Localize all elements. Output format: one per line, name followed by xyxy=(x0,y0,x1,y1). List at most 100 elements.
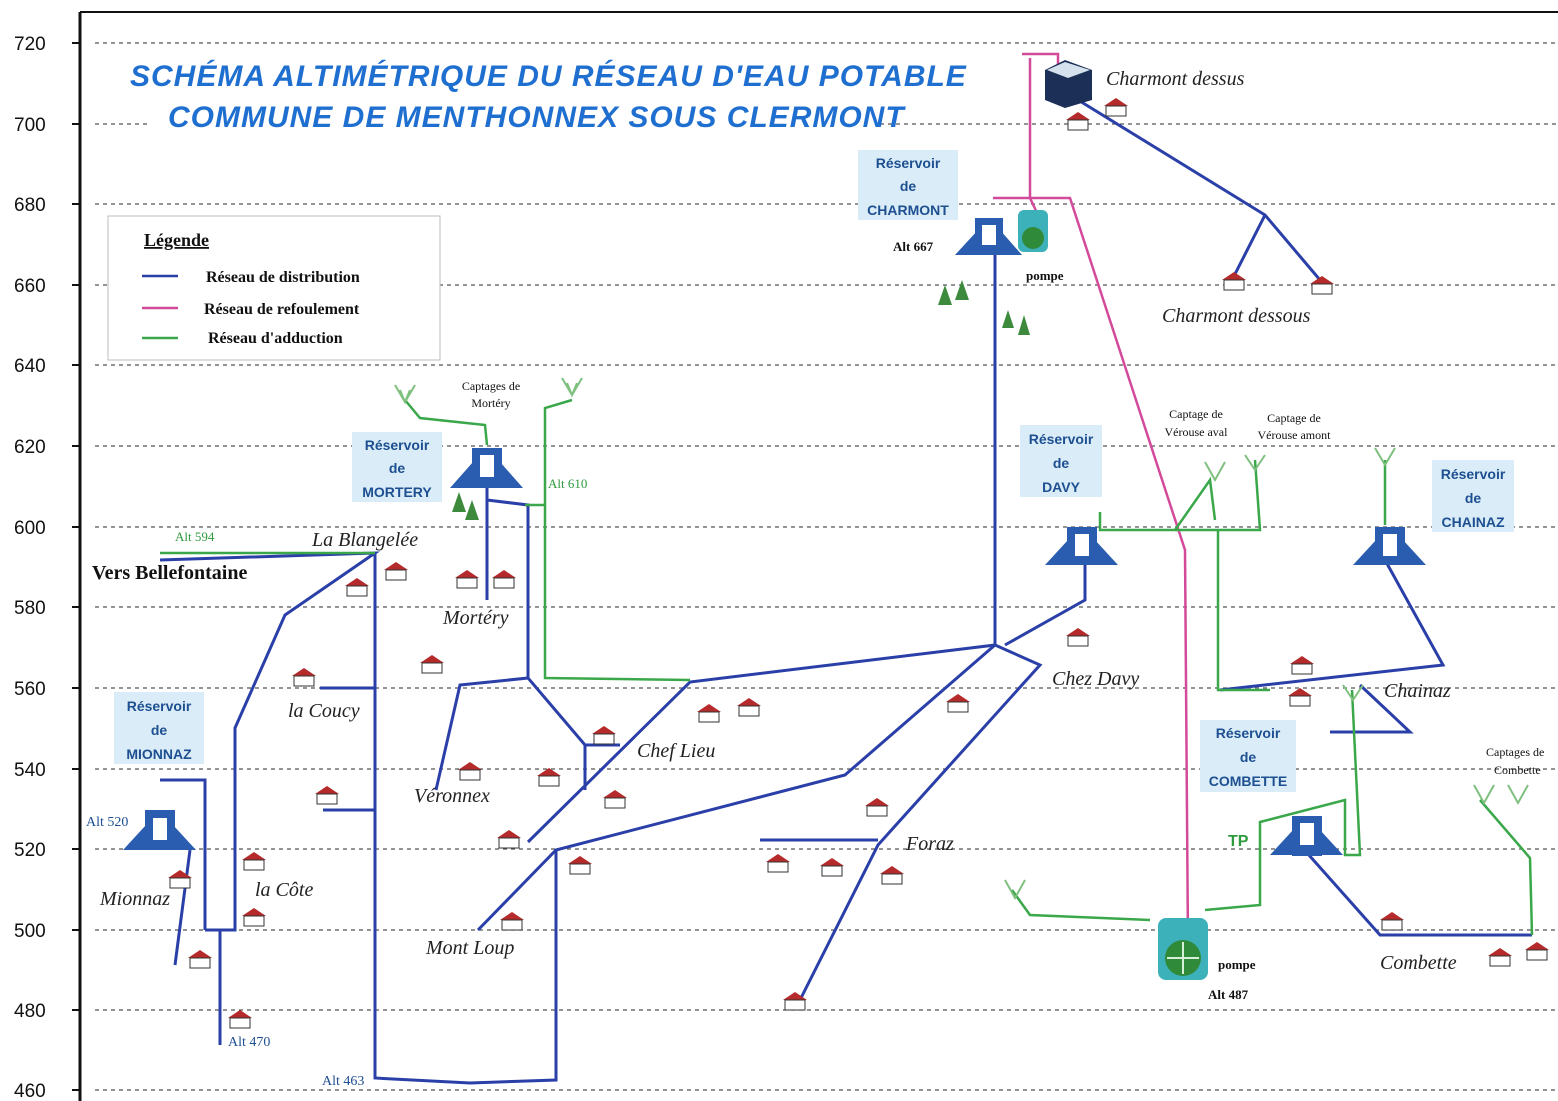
svg-text:COMBETTE: COMBETTE xyxy=(1209,773,1288,789)
house-icon xyxy=(946,694,970,713)
svg-text:CHAINAZ: CHAINAZ xyxy=(1442,514,1505,530)
place-chef-lieu: Chef Lieu xyxy=(637,740,715,762)
captage-amont-line2: Vérouse amont xyxy=(1258,428,1332,442)
legend-title: Légende xyxy=(144,230,209,250)
house-icon xyxy=(455,570,479,589)
legend-item-distribution: Réseau de distribution xyxy=(206,269,360,286)
house-icon xyxy=(820,858,844,877)
tick-label: 680 xyxy=(14,195,46,216)
place-veronnex: Véronnex xyxy=(414,785,490,807)
house-icon xyxy=(228,1010,252,1029)
reservoir-icon-mortery xyxy=(450,448,523,488)
svg-text:MIONNAZ: MIONNAZ xyxy=(126,746,192,762)
house-icon xyxy=(420,655,444,674)
svg-text:DAVY: DAVY xyxy=(1042,479,1081,495)
house-icon xyxy=(1288,688,1312,707)
pompe-top-label: pompe xyxy=(1026,268,1064,283)
house-icon xyxy=(500,912,524,931)
captages-combette-line1: Captages de xyxy=(1486,745,1544,759)
alt-label-charmont: Alt 667 xyxy=(893,239,934,254)
legend-box xyxy=(107,215,441,361)
tick-label: 460 xyxy=(14,1081,46,1101)
legend-item-refoulement: Réseau de refoulement xyxy=(204,301,360,318)
spring-icon xyxy=(394,377,1529,901)
tick-label: 700 xyxy=(14,115,46,136)
svg-text:de: de xyxy=(1240,749,1257,765)
svg-text:CHARMONT: CHARMONT xyxy=(867,202,949,218)
reservoir-label-combette: Réservoir de COMBETTE xyxy=(1200,720,1296,792)
tick-label: 660 xyxy=(14,276,46,297)
place-charmont-dessus: Charmont dessus xyxy=(1106,68,1245,90)
svg-text:de: de xyxy=(389,460,406,476)
alt-470-label: Alt 470 xyxy=(228,1035,270,1050)
place-chainaz: Chainaz xyxy=(1384,680,1451,702)
tick-label: 480 xyxy=(14,1001,46,1022)
captages-mortery-line1: Captages de xyxy=(462,379,520,393)
house-icon xyxy=(880,866,904,885)
house-icon xyxy=(766,854,790,873)
svg-text:Réservoir: Réservoir xyxy=(127,698,192,714)
captage-aval-line2: Vérouse aval xyxy=(1165,425,1229,439)
reservoir-icon-mionnaz xyxy=(123,810,196,850)
svg-text:Réservoir: Réservoir xyxy=(1216,725,1281,741)
svg-text:de: de xyxy=(900,178,917,194)
alt-610-label: Alt 610 xyxy=(548,476,587,491)
house-icon xyxy=(1066,628,1090,647)
place-charmont-dessous: Charmont dessous xyxy=(1162,305,1311,327)
house-icon xyxy=(188,950,212,969)
gridlines xyxy=(95,42,1558,1091)
house-icon xyxy=(242,908,266,927)
tp-label: TP xyxy=(1228,833,1249,850)
alt-594-label: Alt 594 xyxy=(175,529,215,544)
house-icon xyxy=(1222,272,1246,291)
tick-label: 720 xyxy=(14,34,46,55)
house-icon xyxy=(1380,912,1404,931)
reservoir-label-charmont: Réservoir de CHARMONT xyxy=(858,150,958,220)
reservoir-label-chainaz: Réservoir de CHAINAZ xyxy=(1432,460,1514,532)
svg-text:Réservoir: Réservoir xyxy=(365,437,430,453)
place-la-blangelee: La Blangelée xyxy=(311,529,418,551)
house-icon xyxy=(568,856,592,875)
place-chez-davy: Chez Davy xyxy=(1052,668,1139,690)
distribution-network xyxy=(159,93,1532,1085)
place-combette: Combette xyxy=(1380,952,1457,974)
tick-label: 620 xyxy=(14,437,46,458)
reservoir-icon-chainaz xyxy=(1353,527,1426,565)
captage-amont-line1: Captage de xyxy=(1267,411,1321,425)
place-la-coucy: la Coucy xyxy=(288,700,360,722)
house-icon xyxy=(537,768,561,787)
title-background xyxy=(150,50,880,145)
captage-aval-line1: Captage de xyxy=(1169,407,1223,421)
house-icons xyxy=(168,98,1549,1029)
place-mionnaz: Mionnaz xyxy=(99,888,170,910)
tick-label: 520 xyxy=(14,840,46,861)
adduction-network xyxy=(160,398,1534,936)
tick-label: 500 xyxy=(14,921,46,942)
svg-text:de: de xyxy=(151,722,168,738)
svg-text:Réservoir: Réservoir xyxy=(1441,466,1506,482)
house-icon xyxy=(1488,948,1512,967)
house-icon xyxy=(1525,942,1549,961)
captages-mortery-line2: Mortéry xyxy=(471,396,510,410)
reservoir-icon-davy xyxy=(1045,527,1118,565)
reservoir-icon-charmont-dessus xyxy=(1045,60,1092,108)
svg-text:Réservoir: Réservoir xyxy=(876,155,941,171)
house-icon xyxy=(865,798,889,817)
house-icon xyxy=(697,704,721,723)
pump-icon-bottom xyxy=(1158,918,1208,980)
captages-combette-line2: Combette xyxy=(1494,763,1541,777)
tick-label: 560 xyxy=(14,679,46,700)
title-line-2: COMMUNE DE MENTHONNEX SOUS CLERMONT xyxy=(168,101,906,134)
alt-463-label: Alt 463 xyxy=(322,1074,364,1089)
tick-labels: 720 700 680 660 640 620 600 580 560 540 … xyxy=(14,34,46,1101)
place-mont-loup: Mont Loup xyxy=(425,937,514,959)
alt-label-mionnaz: Alt 520 xyxy=(86,815,128,830)
reservoir-label-mortery: Réservoir de MORTERY xyxy=(352,432,442,502)
tree-icon xyxy=(452,280,1030,520)
house-icon xyxy=(345,578,369,597)
reservoir-icon-combette xyxy=(1270,816,1343,856)
reservoir-label-davy: Réservoir de DAVY xyxy=(1020,425,1102,497)
place-vers-bellefontaine: Vers Bellefontaine xyxy=(92,562,247,584)
house-icon xyxy=(242,852,266,871)
